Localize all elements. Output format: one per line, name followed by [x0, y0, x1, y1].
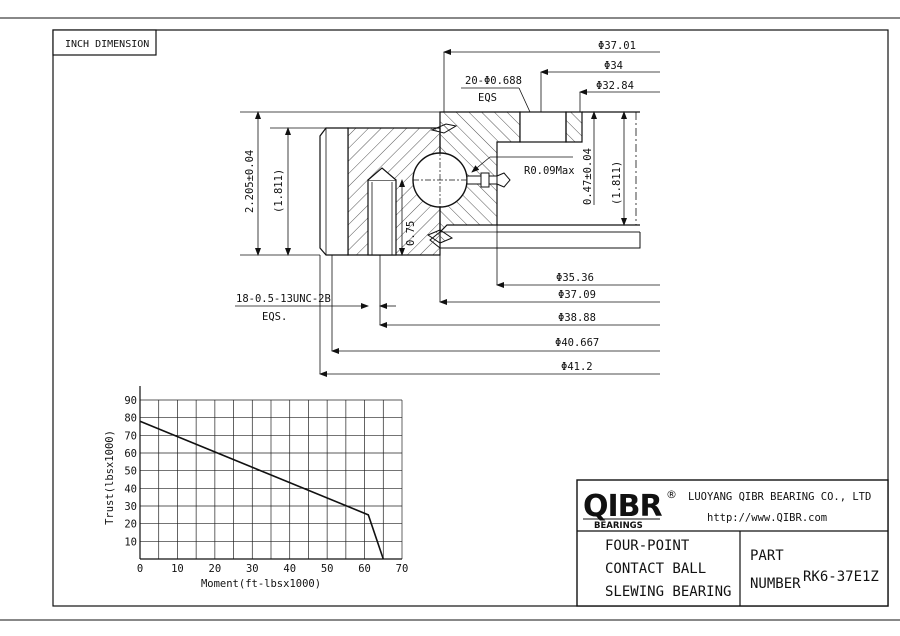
- x-tick-label: 20: [209, 563, 222, 575]
- load-chart: 0 10 20 30 40 50 60 70 10 20 30 40 50 60 70 80 90 Moment…: [104, 386, 408, 590]
- dimension-tag: INCH DIMENSION: [52, 29, 157, 56]
- company-logo: QIBR ® BEARINGS: [583, 488, 677, 531]
- company-website: http://www.QIBR.com: [707, 512, 827, 524]
- dim-radius: R0.09Max: [524, 165, 575, 177]
- part-number: RK6-37E1Z: [803, 569, 879, 585]
- product-desc-line3: SLEWING BEARING: [605, 584, 731, 600]
- y-tick-label: 10: [124, 536, 137, 548]
- dim-eqs-top: EQS: [478, 92, 497, 104]
- outer-ring-hole: [519, 111, 567, 143]
- chart-x-axis-label: Moment(ft-lbsx1000): [201, 578, 321, 590]
- dimension-lines: [235, 49, 660, 377]
- x-tick-label: 10: [171, 563, 184, 575]
- chart-ticks: 0 10 20 30 40 50 60 70 10 20 30 40 50 60 70 80 90: [124, 395, 408, 575]
- chart-series: [139, 420, 385, 560]
- chart-axes: [139, 386, 402, 560]
- y-tick-label: 70: [124, 430, 137, 442]
- seal-bottom: [426, 229, 454, 244]
- dim-34: Φ34: [604, 60, 623, 72]
- dim-41-2: Φ41.2: [561, 361, 593, 373]
- title-block: QIBR ® BEARINGS LUOYANG QIBR BEARING CO.…: [576, 479, 889, 607]
- product-desc-line2: CONTACT BALL: [605, 561, 706, 577]
- dim-37-01: Φ37.01: [598, 40, 636, 52]
- logo-text: QIBR: [583, 489, 663, 524]
- dim-37-09: Φ37.09: [558, 289, 596, 301]
- x-tick-label: 50: [321, 563, 334, 575]
- dim-holes-top: 20-Φ0.688: [465, 75, 522, 87]
- part-label-line2: NUMBER: [750, 576, 801, 592]
- y-tick-label: 80: [124, 413, 137, 425]
- load-curve: [139, 420, 385, 560]
- dim-thread: 18-0.5-13UNC-2B: [236, 293, 331, 305]
- x-tick-label: 70: [396, 563, 409, 575]
- y-tick-label: 60: [124, 448, 137, 460]
- dim-height-inner-left: (1.811): [273, 169, 285, 213]
- y-tick-label: 20: [124, 519, 137, 531]
- seal-top: [430, 123, 458, 134]
- dim-eqs-bottom: EQS.: [262, 311, 287, 323]
- bearing-section: [319, 111, 641, 256]
- y-tick-label: 50: [124, 466, 137, 478]
- logo-registered: ®: [666, 488, 677, 501]
- dim-40-667: Φ40.667: [555, 337, 599, 349]
- x-tick-label: 30: [246, 563, 259, 575]
- frame: [0, 17, 900, 621]
- part-label-line1: PART: [750, 548, 784, 564]
- x-tick-label: 40: [283, 563, 296, 575]
- dim-height-total: 2.205±0.04: [244, 150, 256, 213]
- dimension-label: INCH DIMENSION: [65, 39, 149, 50]
- product-desc-line1: FOUR-POINT: [605, 538, 690, 554]
- dim-height-inner-right: (1.811): [611, 161, 623, 205]
- chart-grid: [140, 399, 403, 559]
- dim-depth: 0.75: [405, 221, 417, 246]
- dim-32-84: Φ32.84: [596, 80, 634, 92]
- x-tick-label: 60: [358, 563, 371, 575]
- dim-35-36: Φ35.36: [556, 272, 594, 284]
- dim-38-88: Φ38.88: [558, 312, 596, 324]
- logo-subtitle: BEARINGS: [594, 521, 643, 531]
- x-tick-label: 0: [137, 563, 143, 575]
- y-tick-label: 40: [124, 483, 137, 495]
- inner-ring-flange: [319, 127, 349, 256]
- chart-y-axis-label: Trust(lbsx1000): [104, 430, 116, 525]
- y-tick-label: 90: [124, 395, 137, 407]
- dim-gap: 0.47±0.04: [582, 148, 594, 205]
- grease-nipple: [466, 172, 511, 188]
- company-name: LUOYANG QIBR BEARING CO., LTD: [688, 491, 871, 503]
- y-tick-label: 30: [124, 501, 137, 513]
